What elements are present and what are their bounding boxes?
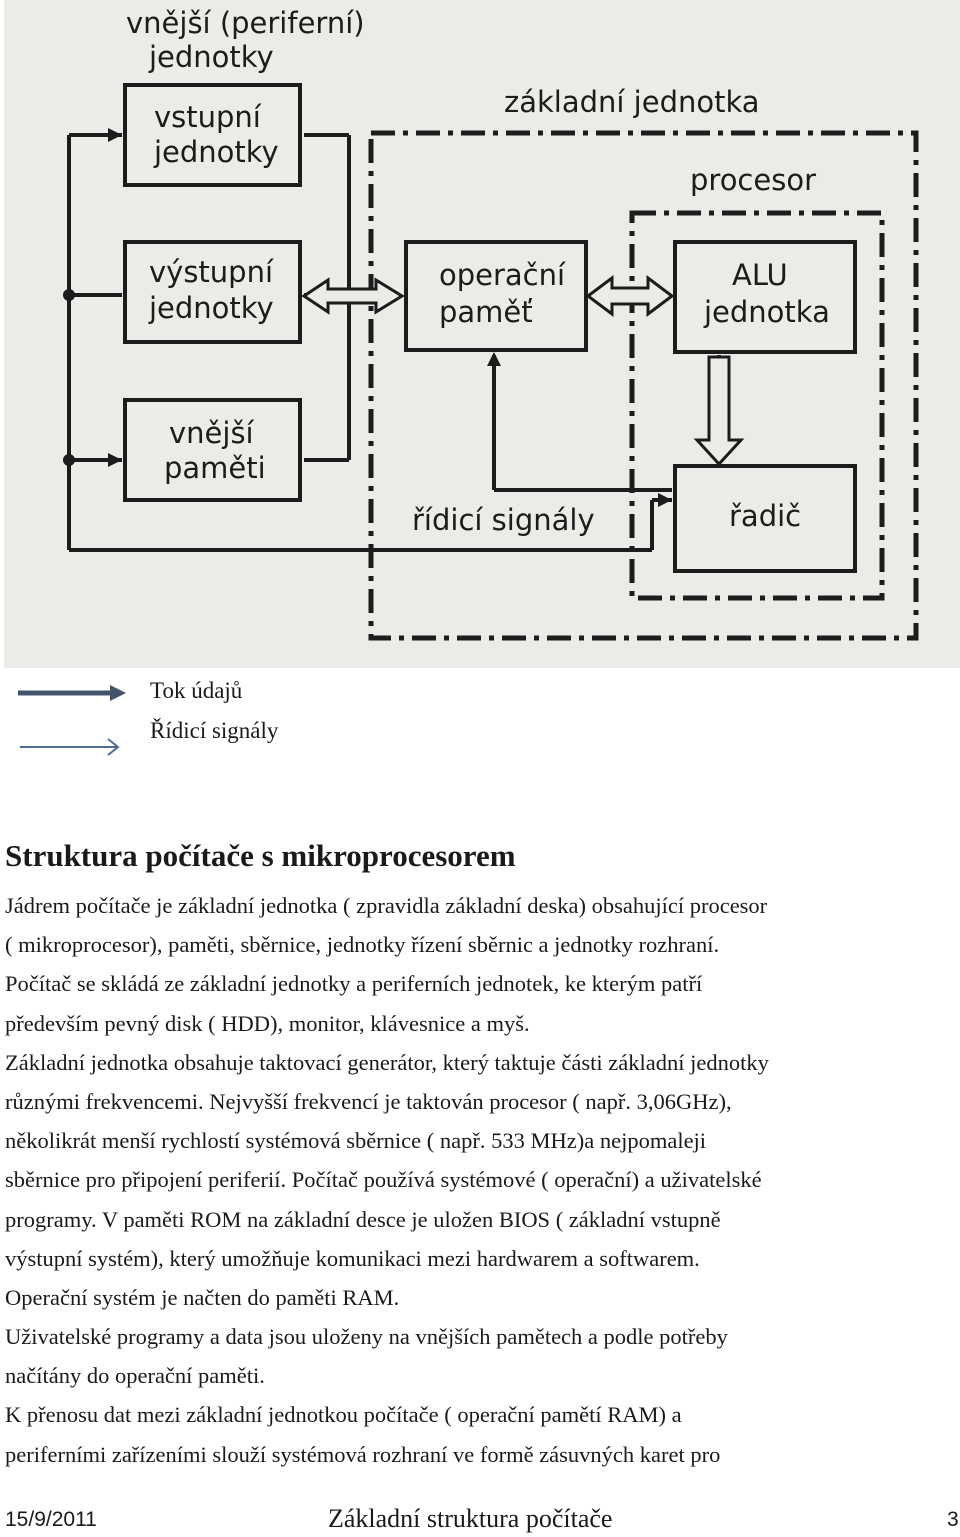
control-signal-arrowhead (107, 738, 120, 756)
base-unit-label: základní jednotka (504, 85, 760, 119)
output-units-label: výstupní (149, 255, 274, 289)
output-units-label-2: jednotky (148, 291, 274, 325)
operating-memory-label-2: paměť (439, 295, 533, 329)
body-line: načítány do operační paměti. (5, 1363, 265, 1389)
alu-label-2: jednotka (703, 295, 830, 329)
data-flow-arrowhead (110, 685, 126, 701)
body-line: Počítač se skládá ze základní jednotky a… (5, 971, 703, 997)
page-number: 3 (947, 1508, 959, 1531)
body-line: Jádrem počítače je základní jednotka ( z… (5, 893, 768, 918)
body-text: Jádrem počítače je základní jednotka ( z… (5, 886, 960, 1474)
output-units-box (123, 240, 302, 344)
controller-box (673, 464, 857, 573)
section-heading: Struktura počítače s mikroprocesorem (5, 838, 516, 873)
legend-control-signals-label: Řídicí signály (150, 718, 279, 743)
body-line: různými frekvencemi. Nejvyšší frekvencí … (5, 1088, 732, 1114)
peripheral-units-title-2: jednotky (148, 40, 274, 74)
body-line: především pevný disk ( HDD), monitor, kl… (5, 1010, 530, 1036)
controller-label: řadič (729, 499, 801, 533)
body-line: programy. V paměti ROM na základní desce… (5, 1206, 721, 1232)
body-line: sběrnice pro připojení periferií. Počíta… (5, 1167, 762, 1193)
input-units-label: vstupní (154, 100, 262, 134)
body-line: Operační systém je načten do paměti RAM. (5, 1284, 400, 1310)
alu-label: ALU (732, 258, 788, 292)
body-line: výstupní systém), který umožňuje komunik… (5, 1245, 700, 1271)
footer-title: Základní struktura počítače (328, 1504, 613, 1533)
peripheral-units-title: vnější (periferní) (126, 6, 365, 40)
alu-box (673, 240, 857, 354)
computer-structure-diagram: vnější (periferní) jednotky základní jed… (4, 0, 960, 668)
legend-data-flow-label: Tok údajů (150, 678, 243, 703)
processor-frame (629, 210, 885, 601)
page-footer: 15/9/2011 Základní struktura počítače 3 (0, 1502, 960, 1537)
body-line: několikrát menší rychlostí systémová sbě… (5, 1128, 707, 1154)
body-line: Základní jednotka obsahuje taktovací gen… (5, 1049, 769, 1075)
legend-arrows (18, 685, 126, 756)
input-units-label-2: jednotky (153, 135, 279, 169)
control-signals-label: řídicí signály (412, 503, 595, 537)
processor-label: procesor (690, 163, 816, 197)
input-units-box (123, 83, 302, 187)
operating-memory-label: operační (439, 258, 566, 292)
body-line: periferními zařízeními slouží systémová … (5, 1441, 721, 1467)
legend: Tok údajů Řídicí signály (0, 670, 400, 760)
external-memory-label-2: paměti (164, 451, 266, 485)
external-memory-box (123, 398, 302, 502)
body-line: ( mikroprocesor), paměti, sběrnice, jedn… (5, 932, 720, 958)
base-unit-frame (368, 130, 919, 641)
body-line: Uživatelské programy a data jsou uloženy… (5, 1324, 728, 1350)
external-memory-label: vnější (169, 416, 255, 450)
footer-date: 15/9/2011 (5, 1508, 97, 1531)
body-line: K přenosu dat mezi základní jednotkou po… (5, 1402, 682, 1428)
